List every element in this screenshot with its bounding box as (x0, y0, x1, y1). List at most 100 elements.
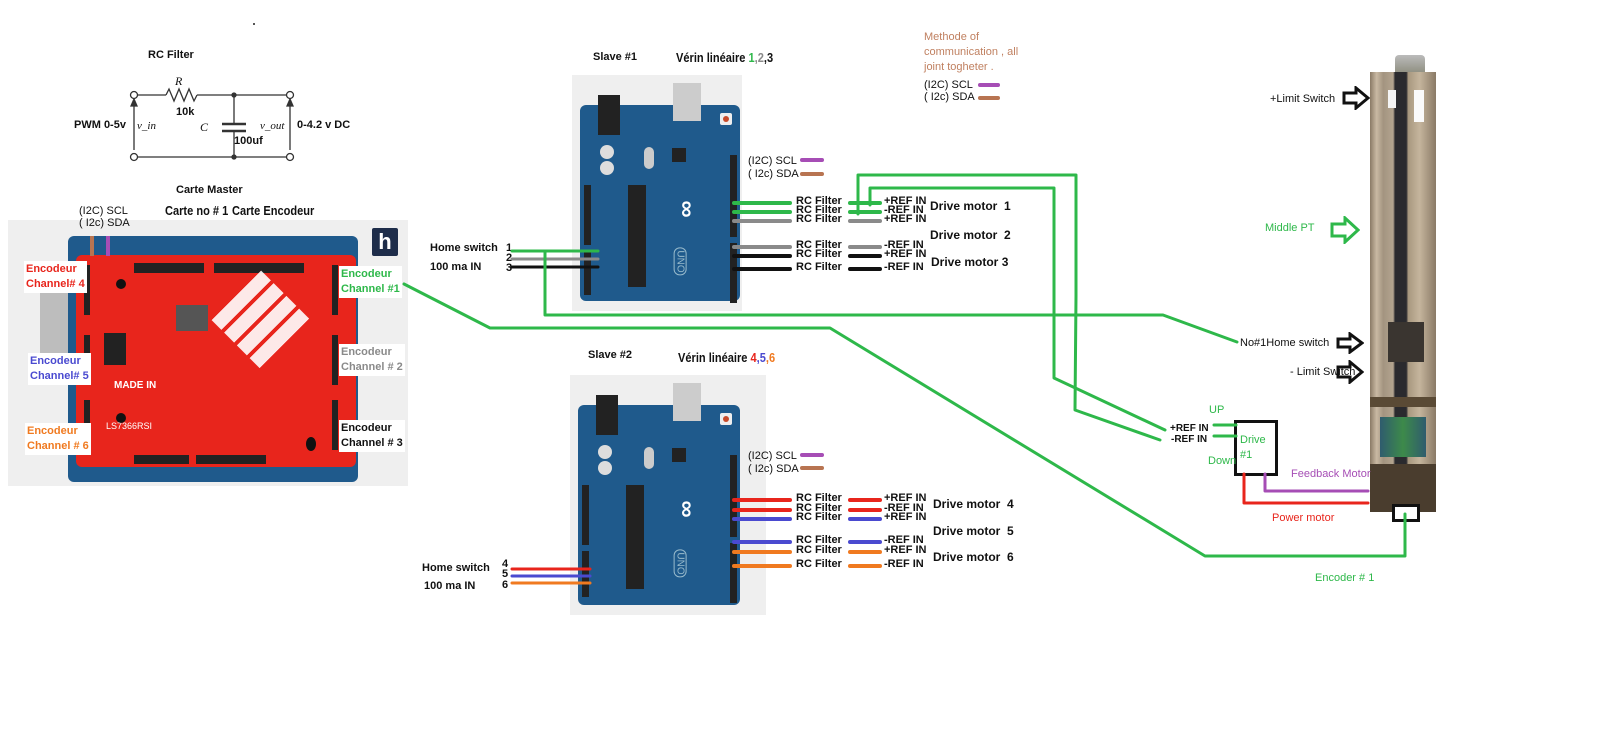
drive-ref-plus-label: +REF IN (1170, 423, 1209, 434)
channel-header-3 (332, 400, 338, 450)
rc-filter-schematic (129, 87, 295, 162)
note-line: Methode of (924, 31, 980, 43)
wire-from-filter (848, 210, 882, 214)
slave1-drive-motor-3: Drive motor 3 (931, 255, 1008, 269)
slave2-i2c-sda-label: ( I2c) SDA (748, 463, 799, 475)
ref-in-label: +REF IN (884, 544, 927, 556)
slave1-i2c-sda-label: ( I2c) SDA (748, 168, 799, 180)
carriage (1388, 322, 1424, 362)
motor-number: 4 (1007, 497, 1014, 511)
comm-scl-label: (I2C) SCL (924, 79, 973, 91)
wire-to-filter (732, 219, 792, 223)
wire-from-filter (848, 508, 882, 512)
wire-from-filter (848, 550, 882, 554)
ref-in-label: +REF IN (884, 511, 927, 523)
master-scl-wire (106, 236, 110, 256)
encoder-box (1392, 504, 1420, 522)
power-motor-label: Power motor (1272, 512, 1335, 524)
communication-note: Methode of communication , all joint tog… (924, 30, 1018, 75)
stray-dot (253, 23, 255, 25)
wire-to-filter (732, 210, 792, 214)
slave2-current-in-label: 100 ma IN (424, 580, 476, 592)
slave2-scl-wire (800, 453, 824, 457)
channel-line2: Channel # 2 (341, 361, 403, 373)
power-header (584, 185, 591, 245)
motor-body (1380, 417, 1426, 457)
dc-output-label: 0-4.2 v DC (297, 119, 351, 131)
header-pins (134, 455, 189, 464)
drive-label-line: Drive (1240, 434, 1266, 446)
pwm-input-label: PWM 0-5v (74, 119, 126, 131)
wire-to-filter (732, 245, 792, 249)
power-jack (598, 95, 620, 135)
motor-label: Drive motor (933, 497, 1001, 511)
made-in-text: MADE IN (114, 380, 157, 391)
rc-filter-title: RC Filter (148, 49, 194, 61)
verin-number: 2 (757, 50, 764, 65)
channel-line1: Encodeur (27, 425, 78, 437)
wire-from-filter (848, 201, 882, 205)
verin-label: Vérin linéaire (676, 50, 746, 65)
slave2-i2c-scl-label: (I2C) SCL (748, 450, 797, 462)
drive-1-label: Drive#1 (1240, 433, 1266, 463)
rc-filter-label: RC Filter (796, 239, 842, 251)
wire-to-filter (732, 550, 792, 554)
slave1-input-2: 2 (506, 252, 513, 264)
channel-line2: Channel # 3 (341, 437, 403, 449)
junction (231, 92, 237, 98)
mount-hole (116, 279, 126, 289)
wire-from-filter (848, 219, 882, 223)
junction (231, 154, 237, 160)
motor-number: 1 (1004, 199, 1011, 213)
digital-header-top (730, 155, 737, 237)
header-pins (214, 263, 304, 273)
digital-header-bottom (730, 543, 737, 603)
capacitor (600, 161, 614, 175)
wire-to-filter (732, 508, 792, 512)
wire-to-filter (732, 254, 792, 258)
ref-in-label: -REF IN (884, 558, 924, 570)
channel-line2: Channel # 6 (27, 440, 89, 452)
uno-badge: UNO (673, 247, 687, 276)
terminal (285, 152, 295, 162)
channel-line2: Channel# 5 (30, 370, 89, 382)
slave1-scl-wire (800, 158, 824, 162)
master-i2c-sda-label: ( I2c) SDA (79, 217, 130, 229)
slave1-current-in-label: 100 ma IN (430, 261, 482, 273)
wire-from-filter (848, 245, 882, 249)
motor-label: Drive motor (930, 228, 998, 242)
usb-port (673, 83, 701, 121)
slave2-title: Slave #2 (588, 349, 633, 361)
wire-from-filter (848, 564, 882, 568)
crystal (644, 147, 654, 169)
motor-number: 2 (1004, 228, 1011, 242)
slave2-arduino-uno: ∞ UNO (578, 383, 740, 605)
channel-line1: Encodeur (341, 268, 392, 280)
header-pins (196, 455, 266, 464)
encoder-1-label: Encoder # 1 (1315, 572, 1375, 584)
vin-arrowhead (130, 97, 138, 107)
slave1-sda-wire (800, 172, 824, 176)
ls7366-chip (176, 305, 208, 331)
master-subtitle-right: Carte Encodeur (232, 203, 315, 218)
wire-to-filter (732, 267, 792, 271)
arduino-logo-icon: ∞ (673, 500, 701, 518)
chip-label: LS7366RSI (106, 421, 153, 431)
wire-to-filter (732, 517, 792, 521)
motor-label: Drive motor (931, 255, 999, 269)
capacitor-symbol-label: C (200, 120, 209, 134)
motor-label: Drive motor (933, 524, 1001, 538)
drive-ref-minus-label: -REF IN (1171, 434, 1208, 445)
digital-header-top (730, 455, 737, 537)
vin-label: v_in (137, 120, 156, 132)
master-sda-wire (90, 236, 94, 256)
rc-filter-label: RC Filter (796, 544, 842, 556)
resistor-symbol-label: R (175, 74, 183, 88)
plus-limit-switch-label: +Limit Switch (1270, 93, 1336, 105)
slave1-drive-motor-1: Drive motor 1 (930, 199, 1011, 213)
power-header (582, 485, 589, 545)
motor-number: 6 (1007, 550, 1014, 564)
